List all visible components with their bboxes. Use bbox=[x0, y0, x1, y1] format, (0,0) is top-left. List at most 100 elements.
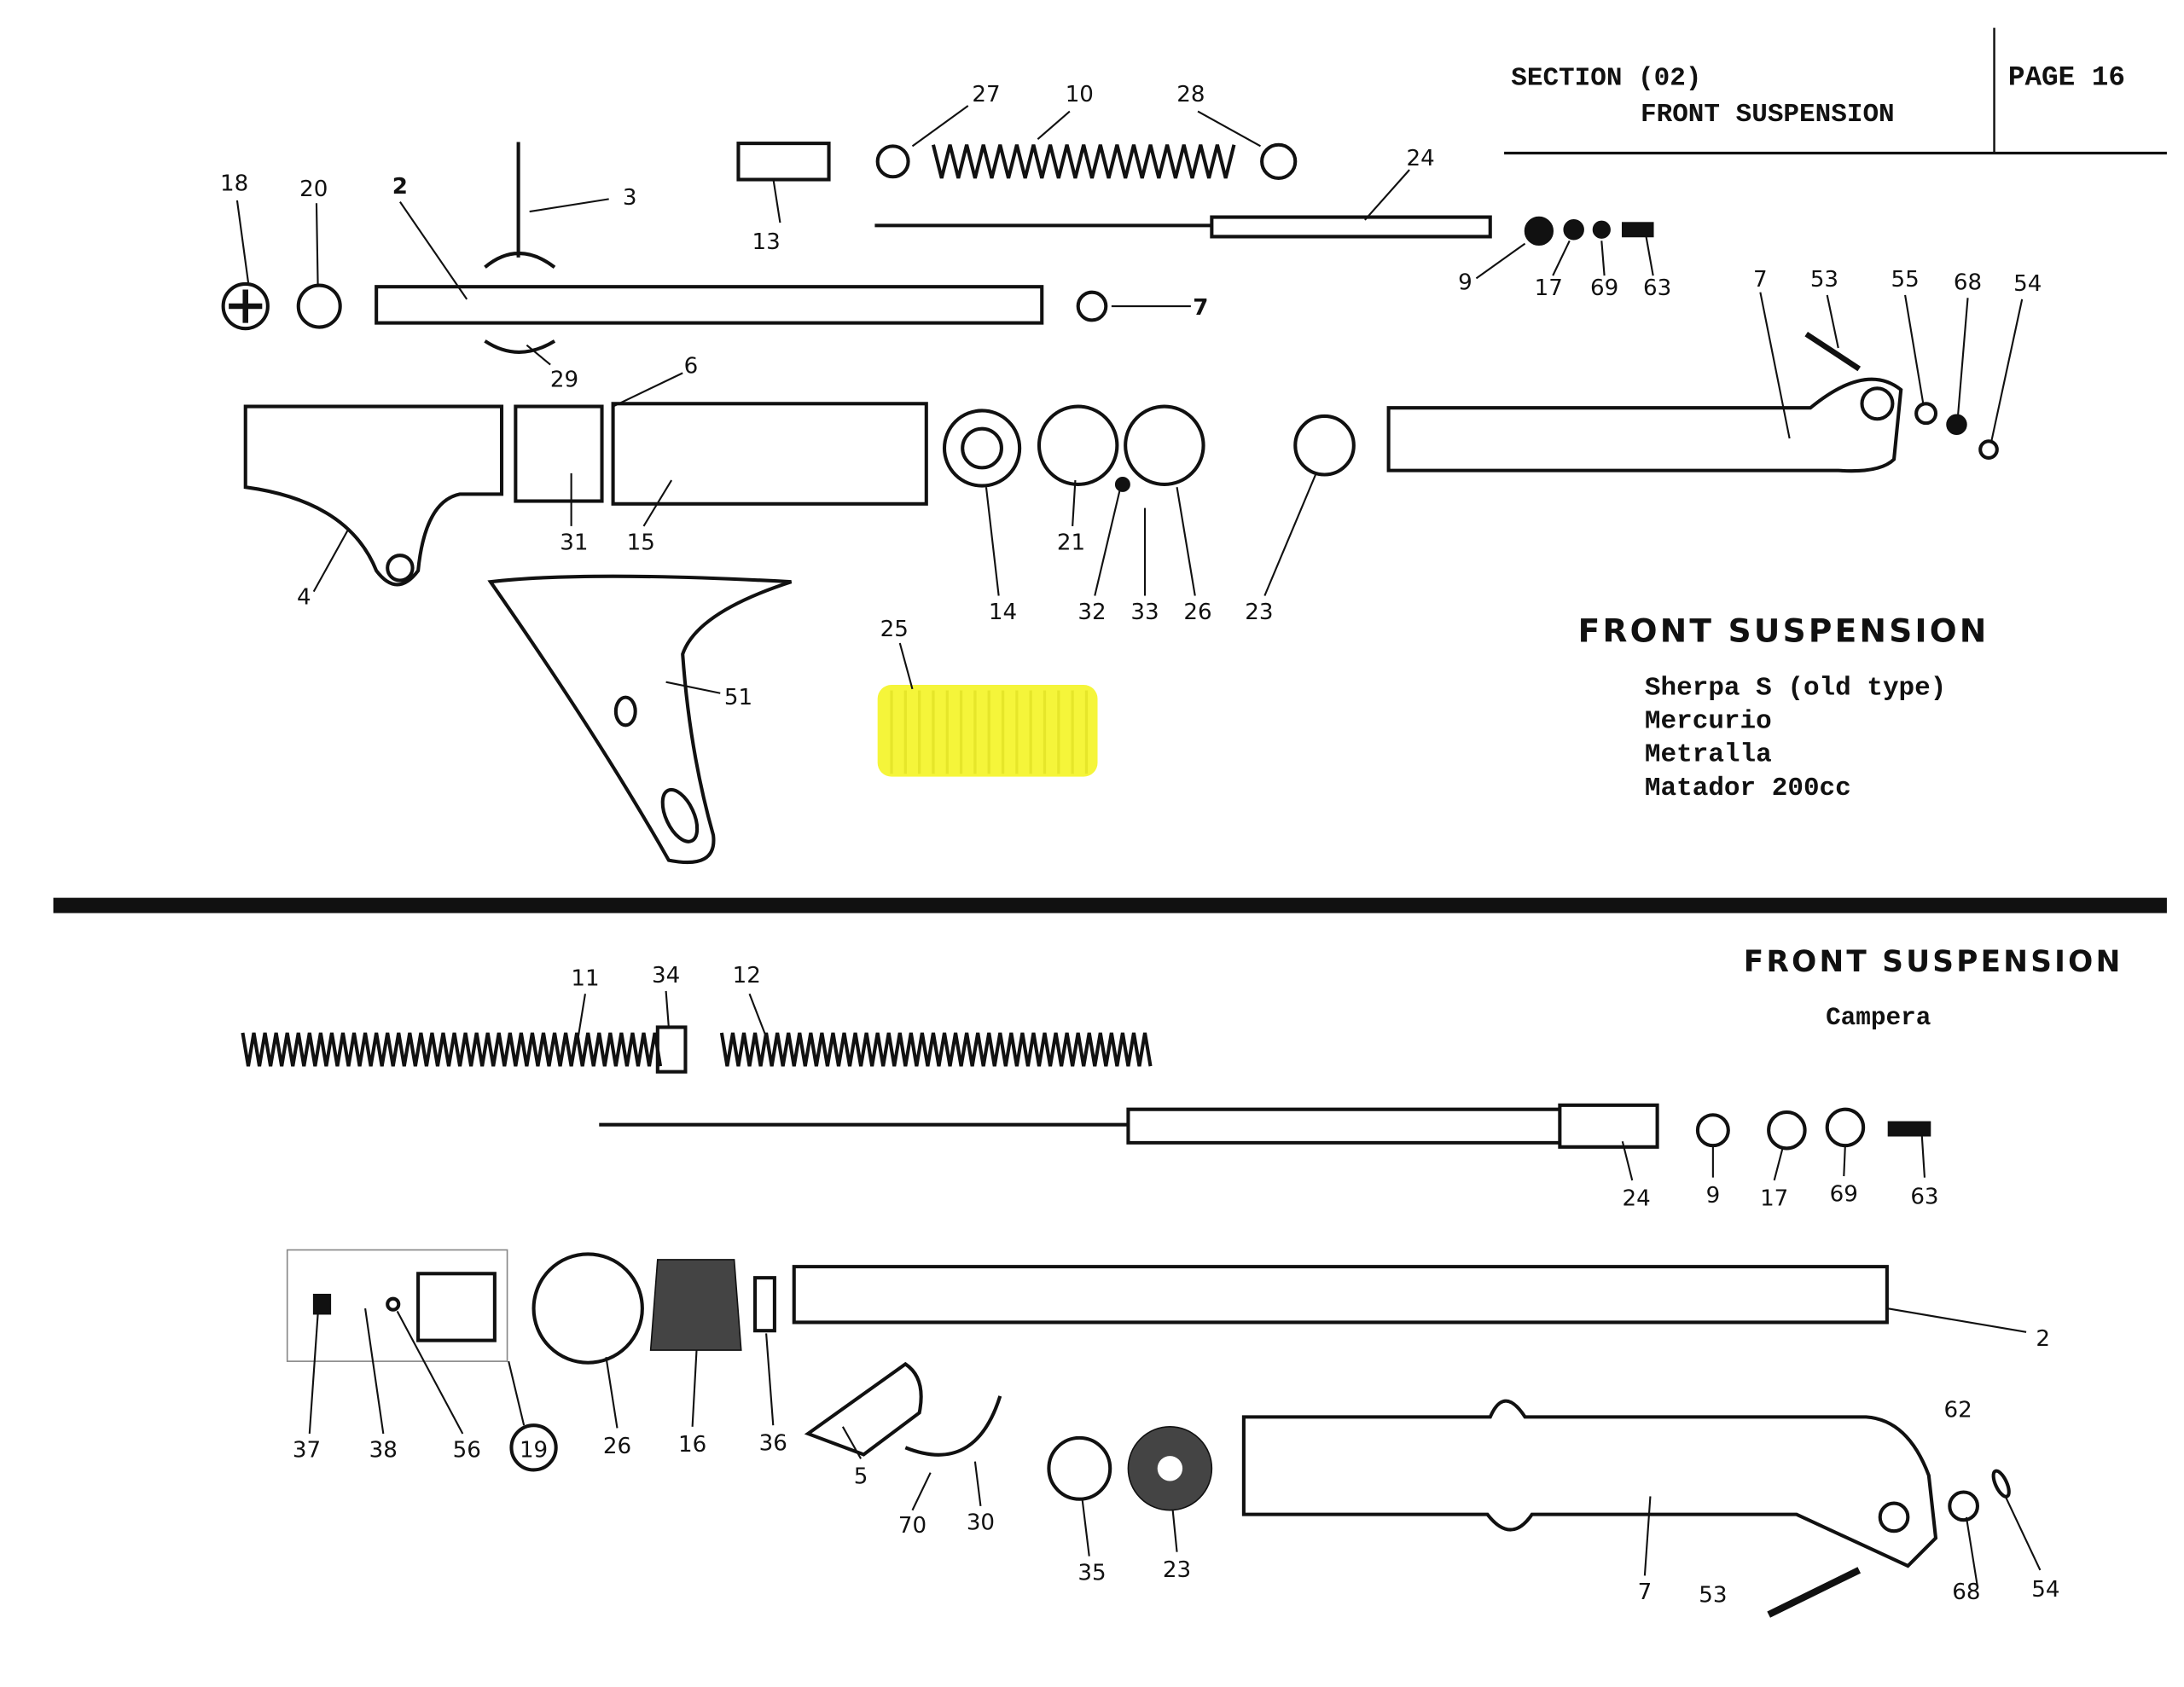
part-label: 24 bbox=[1407, 146, 1435, 171]
part-label: 18 bbox=[220, 171, 248, 197]
part-clamp-29 bbox=[484, 339, 556, 354]
kit-circle-19 bbox=[509, 1423, 558, 1472]
part-ring-36 bbox=[753, 1276, 776, 1333]
part-crown-hole bbox=[386, 554, 415, 583]
part-label: 51 bbox=[724, 685, 752, 710]
part-washer-17 bbox=[1767, 1110, 1807, 1151]
part-label: 23 bbox=[1245, 600, 1273, 625]
part-label: 15 bbox=[627, 530, 655, 556]
part-label: 56 bbox=[453, 1438, 481, 1464]
part-label: 55 bbox=[1891, 267, 1919, 293]
part-bracket-hole bbox=[613, 695, 637, 728]
part-label: 19 bbox=[520, 1438, 548, 1464]
part-slider-7 bbox=[1386, 377, 1903, 473]
part-pin-54 bbox=[1991, 1469, 2011, 1499]
part-label: 26 bbox=[1183, 600, 1211, 625]
part-label: 20 bbox=[299, 177, 328, 202]
part-label: 4 bbox=[297, 584, 311, 610]
part-label: 62 bbox=[1943, 1397, 1972, 1423]
part-label: 7 bbox=[1753, 267, 1768, 293]
part-label: 9 bbox=[1706, 1183, 1721, 1209]
part-gaiter-25-highlighted bbox=[877, 684, 1098, 777]
section-title: FRONT SUSPENSION bbox=[1641, 100, 1895, 130]
kit-box-19 bbox=[286, 1249, 508, 1362]
part-label: 7 bbox=[1193, 295, 1208, 321]
part-label: 11 bbox=[571, 965, 599, 991]
part-washer-69 bbox=[1825, 1107, 1866, 1148]
part-crown-4 bbox=[243, 404, 504, 587]
part-label: 37 bbox=[293, 1438, 321, 1464]
part-spacer-34 bbox=[655, 1025, 688, 1074]
part-plate-14 bbox=[942, 409, 1022, 488]
part-label: 38 bbox=[369, 1438, 398, 1464]
part-bolt-53 bbox=[1804, 331, 1862, 372]
part-clamp-3 bbox=[484, 142, 556, 269]
part-label: 63 bbox=[1643, 275, 1671, 301]
part-label: 29 bbox=[550, 368, 578, 393]
part-cap-18 bbox=[221, 281, 270, 331]
part-label: 36 bbox=[759, 1431, 787, 1457]
bottom-diagram-labels: 11 34 12 24 9 17 69 63 2 62 37 38 56 19 … bbox=[293, 963, 2060, 1608]
part-washer-9 bbox=[1695, 1113, 1730, 1148]
part-tube-2 bbox=[375, 285, 1044, 325]
part-label: 2 bbox=[2036, 1326, 2050, 1352]
part-nut-13 bbox=[736, 142, 831, 182]
part-label: 6 bbox=[684, 353, 699, 379]
section-divider bbox=[53, 897, 2167, 913]
part-washer-28 bbox=[1260, 142, 1298, 180]
part-slider-axle-hole bbox=[1878, 1501, 1910, 1533]
part-tube-2 bbox=[792, 1265, 1889, 1325]
part-washer-27 bbox=[875, 144, 910, 179]
page-number: PAGE 16 bbox=[2008, 62, 2125, 94]
part-seal-21 bbox=[1037, 404, 1119, 486]
top-diagram-title: FRONT SUSPENSION bbox=[1578, 612, 1989, 649]
bottom-diagram-parts bbox=[241, 1025, 2011, 1618]
part-label: 53 bbox=[1699, 1582, 1727, 1608]
part-label: 32 bbox=[1077, 600, 1106, 625]
part-label: 9 bbox=[1458, 270, 1472, 295]
part-seal-23-hole bbox=[1157, 1456, 1183, 1481]
top-title-block: FRONT SUSPENSION Sherpa S (old type) Mer… bbox=[1578, 612, 1989, 803]
model-name: Matador 200cc bbox=[1645, 774, 1851, 803]
part-label: 54 bbox=[2013, 271, 2042, 297]
section-number: SECTION (02) bbox=[1511, 64, 1701, 94]
part-label: 34 bbox=[652, 963, 680, 988]
part-damper-rod-24 bbox=[599, 1103, 1659, 1149]
part-slider-7 bbox=[1241, 1399, 1938, 1568]
model-name: Sherpa S (old type) bbox=[1645, 673, 1946, 703]
part-label: 54 bbox=[2031, 1577, 2059, 1603]
part-washer-17 bbox=[1563, 219, 1584, 241]
model-name: Campera bbox=[1826, 1004, 1931, 1032]
part-washer-20 bbox=[296, 283, 342, 329]
gaiter-ribs bbox=[890, 690, 1089, 774]
part-label: 68 bbox=[1954, 270, 1982, 295]
part-ring-7 bbox=[1076, 290, 1108, 322]
bottom-diagram-title: FRONT SUSPENSION bbox=[1744, 945, 2123, 979]
part-clamp-26 bbox=[531, 1252, 644, 1365]
part-label: 26 bbox=[603, 1434, 631, 1459]
part-label: 17 bbox=[1760, 1186, 1788, 1211]
part-bracket-slot bbox=[660, 787, 700, 844]
part-label: 5 bbox=[854, 1464, 868, 1490]
part-label: 25 bbox=[880, 617, 909, 642]
part-label: 24 bbox=[1623, 1186, 1651, 1211]
part-label: 16 bbox=[678, 1432, 706, 1458]
part-label: 21 bbox=[1057, 530, 1085, 556]
top-diagram-parts bbox=[221, 142, 1999, 865]
bottom-title-block: FRONT SUSPENSION Campera bbox=[1744, 945, 2123, 1032]
part-washer-9 bbox=[1524, 216, 1554, 246]
part-label: 17 bbox=[1535, 275, 1563, 301]
part-nut-68 bbox=[1948, 1490, 1980, 1522]
part-spring-12 bbox=[719, 1032, 1153, 1067]
top-diagram-labels: 27 10 28 24 13 3 18 20 2 7 9 17 69 63 7 … bbox=[220, 82, 2042, 710]
model-name: Mercurio bbox=[1645, 707, 1772, 737]
part-label: 68 bbox=[1952, 1580, 1980, 1605]
part-label: 10 bbox=[1066, 82, 1094, 107]
part-cap-cross bbox=[229, 289, 263, 323]
header: SECTION (02) FRONT SUSPENSION PAGE 16 bbox=[1504, 27, 2167, 155]
part-plug bbox=[416, 1272, 497, 1342]
part-slider-axle-hole bbox=[1860, 386, 1895, 421]
part-plate-14-inner bbox=[961, 426, 1003, 470]
part-nut-68 bbox=[1946, 414, 1967, 436]
